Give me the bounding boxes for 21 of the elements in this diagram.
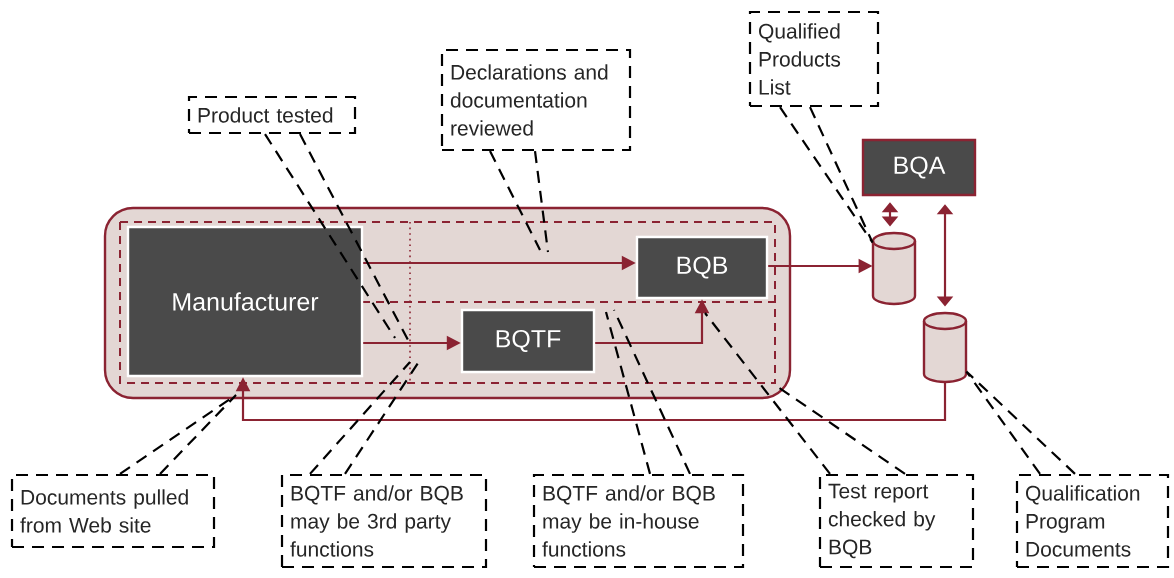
callout-box: Test report checked by BQB bbox=[818, 473, 975, 569]
leader-line bbox=[604, 308, 692, 475]
leader-line bbox=[263, 133, 410, 342]
process-box: BQA bbox=[861, 138, 977, 197]
callout-box: BQTF and/or BQB may be in-house functions bbox=[532, 473, 745, 569]
process-box: BQB bbox=[635, 235, 769, 300]
leader-line bbox=[965, 370, 1077, 475]
callout-box: Qualification Program Documents bbox=[1015, 473, 1170, 569]
callout-box: Documents pulled from Web site bbox=[10, 473, 216, 549]
database-cylinder bbox=[871, 231, 917, 306]
callout-box: Product tested bbox=[187, 95, 357, 135]
leader-line bbox=[778, 106, 874, 244]
leader-line bbox=[488, 150, 550, 254]
leader-line bbox=[703, 311, 907, 475]
callout-box: Qualified Products List bbox=[748, 10, 880, 108]
leader-line bbox=[118, 393, 238, 475]
callout-box: BQTF and/or BQB may be 3rd party functions bbox=[280, 473, 488, 569]
process-box: BQTF bbox=[460, 308, 596, 374]
process-box: Manufacturer bbox=[126, 225, 364, 378]
database-cylinder bbox=[922, 311, 968, 384]
callout-box: Declarations and documentation reviewed bbox=[440, 48, 632, 152]
